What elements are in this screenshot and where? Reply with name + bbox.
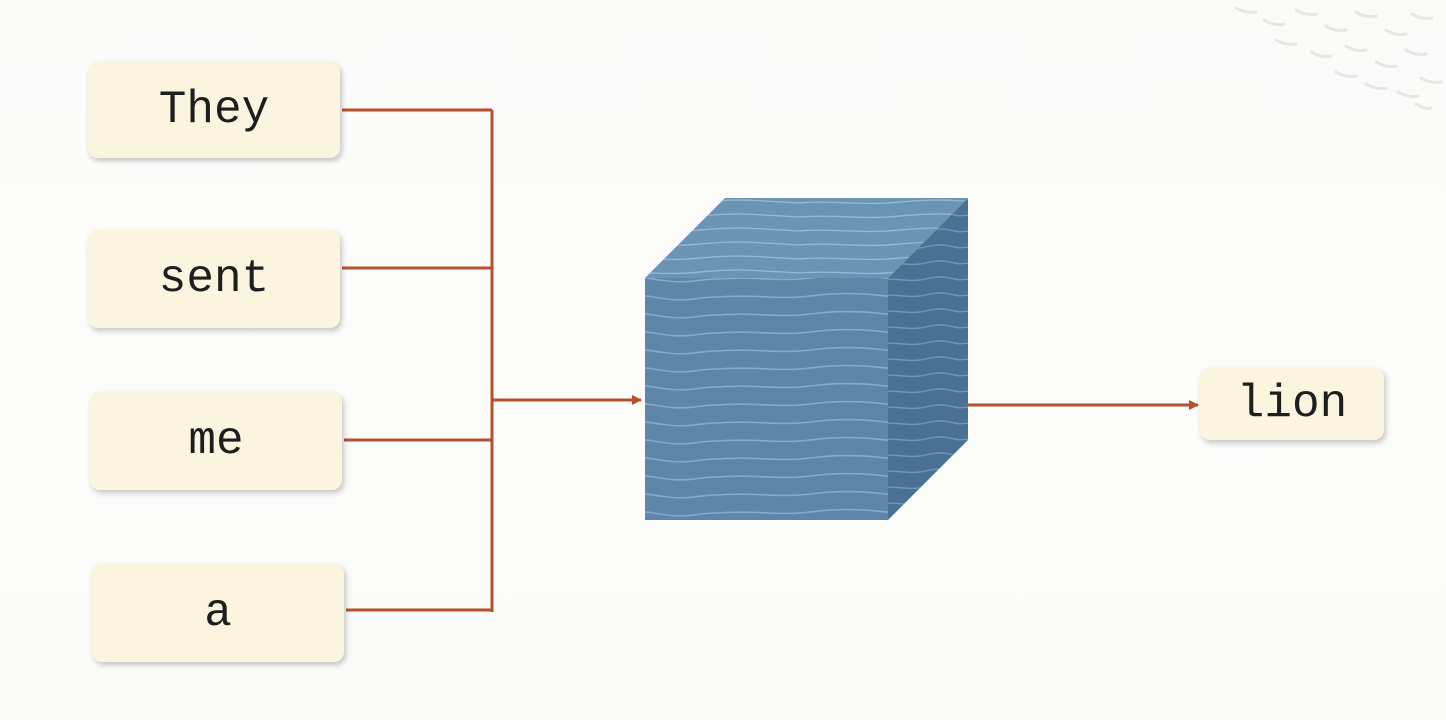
input-token-a: a	[92, 564, 344, 662]
input-connectors	[342, 108, 1199, 612]
model-cube	[645, 198, 968, 520]
output-token: lion	[1200, 368, 1384, 440]
input-token-sent: sent	[88, 230, 340, 328]
input-token-me: me	[90, 392, 342, 490]
input-token-they: They	[88, 62, 340, 158]
decorative-pattern	[1234, 6, 1443, 110]
